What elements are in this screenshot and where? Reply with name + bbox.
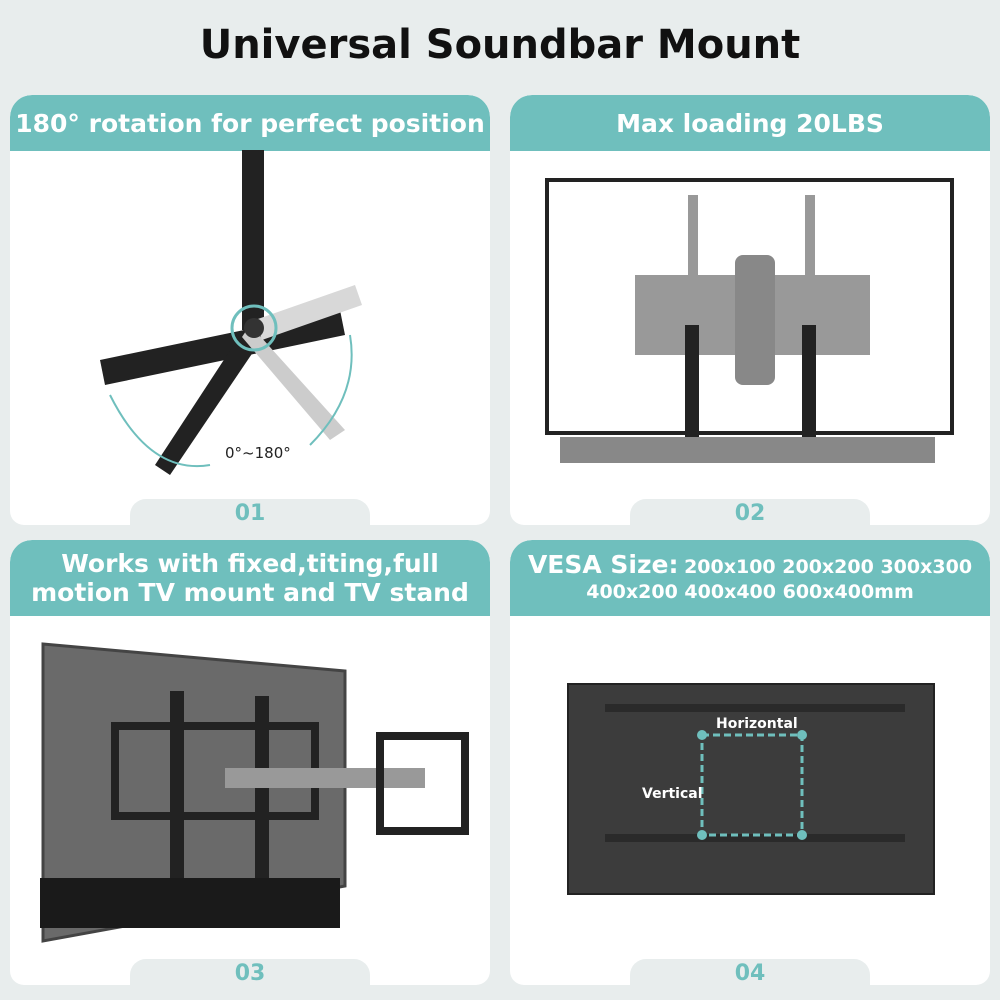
- panel-heading: VESA Size: 200x100 200x200 300x300 400x2…: [510, 540, 990, 616]
- panel-vesa: VESA Size: 200x100 200x200 300x300 400x2…: [510, 540, 990, 985]
- panel-number: 02: [630, 499, 870, 525]
- panel-rotation: 180° rotation for perfect position 0°~18…: [10, 95, 490, 525]
- horizontal-label: Horizontal: [716, 716, 798, 732]
- panel-heading: Max loading 20LBS: [510, 95, 990, 151]
- panel-heading: 180° rotation for perfect position: [10, 95, 490, 151]
- vesa-sizes: 400x200 400x400 600x400mm: [586, 580, 914, 603]
- tv-with-soundbar-illustration: [545, 178, 954, 463]
- heading-line: Works with fixed,titing,full: [61, 549, 439, 578]
- rotation-bracket-illustration: 0°~180°: [100, 150, 362, 475]
- vertical-label: Vertical: [642, 786, 703, 802]
- panel-heading: Works with fixed,titing,full motion TV m…: [10, 540, 490, 616]
- panel-number: 03: [130, 959, 370, 985]
- panel-number: 01: [130, 499, 370, 525]
- vesa-sizes: 200x100 200x200 300x300: [684, 555, 973, 578]
- panel-max-loading: Max loading 20LBS 02: [510, 95, 990, 525]
- tv-back-vesa-illustration: Horizontal Vertical: [567, 683, 935, 895]
- vesa-prefix: VESA Size:: [527, 549, 679, 579]
- panel-compatibility: Works with fixed,titing,full motion TV m…: [10, 540, 490, 985]
- page-title: Universal Soundbar Mount: [199, 22, 801, 68]
- heading-line: motion TV mount and TV stand: [31, 578, 469, 607]
- panel-number: 04: [630, 959, 870, 985]
- tv-with-arm-mount-illustration: [40, 642, 469, 943]
- angle-label: 0°~180°: [225, 444, 291, 462]
